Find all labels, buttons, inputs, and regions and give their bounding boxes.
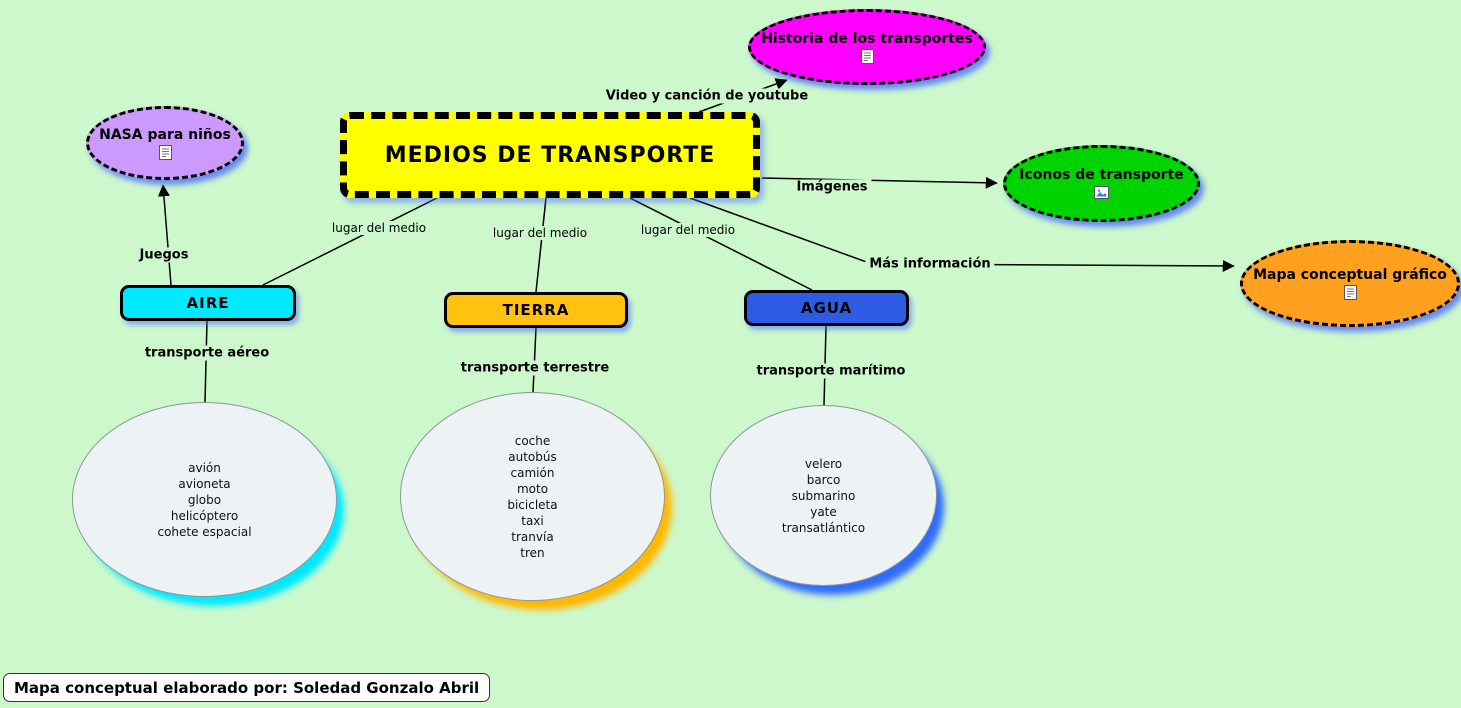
node-tierra-label: TIERRA — [502, 301, 570, 319]
document-icon[interactable] — [860, 48, 875, 64]
link-label-juegos: Juegos — [135, 247, 193, 263]
image-icon[interactable] — [1094, 185, 1109, 200]
document-icon[interactable] — [158, 144, 173, 160]
node-aire-vehicle-list[interactable]: avión avioneta globo helicóptero cohete … — [72, 402, 337, 597]
connector-main-agua — [629, 197, 813, 291]
node-agua[interactable]: AGUA — [744, 290, 909, 326]
link-label-lugar-del-medio-3: lugar del medio — [636, 223, 740, 237]
node-nasa-para-ninos[interactable]: NASA para niños — [86, 106, 244, 180]
document-icon[interactable] — [1343, 285, 1358, 300]
node-nasa-label: NASA para niños — [99, 126, 231, 143]
link-label-transporte-maritimo: transporte marítimo — [752, 363, 910, 379]
node-aire[interactable]: AIRE — [120, 285, 296, 321]
node-agua-label: AGUA — [800, 299, 853, 317]
node-iconos-label: Iconos de transporte — [1019, 167, 1184, 183]
node-agua-vehicle-list[interactable]: velero barco submarino yate transatlánti… — [710, 405, 937, 586]
link-label-transporte-aereo: transporte aéreo — [140, 345, 274, 361]
agua-vehicle-list-text: velero barco submarino yate transatlánti… — [781, 456, 866, 535]
node-iconos-de-transporte[interactable]: Iconos de transporte — [1003, 145, 1200, 222]
node-mapa-conceptual-grafico[interactable]: Mapa conceptual gráfico — [1240, 240, 1460, 327]
node-tierra-vehicle-list[interactable]: coche autobús camión moto bicicleta taxi… — [400, 392, 665, 601]
tierra-vehicle-list-text: coche autobús camión moto bicicleta taxi… — [507, 433, 558, 560]
link-label-imagenes: Imágenes — [792, 179, 872, 195]
author-credit-box[interactable]: Mapa conceptual elaborado por: Soledad G… — [3, 673, 491, 702]
link-label-video: Video y canción de youtube — [601, 88, 813, 104]
link-label-transporte-terrestre: transporte terrestre — [456, 360, 614, 376]
node-tierra[interactable]: TIERRA — [444, 292, 628, 328]
node-mapa-label: Mapa conceptual gráfico — [1253, 267, 1447, 283]
connector-aire-nasa — [157, 184, 172, 286]
link-label-lugar-del-medio-1: lugar del medio — [327, 221, 431, 235]
link-label-lugar-del-medio-2: lugar del medio — [488, 226, 592, 240]
node-aire-label: AIRE — [186, 294, 230, 312]
node-historia-label: Historia de los transportes — [761, 30, 973, 47]
connector-aire-list — [204, 320, 208, 403]
main-node-label: MEDIOS DE TRANSPORTE — [384, 142, 716, 168]
connector-main-tierra — [535, 197, 547, 293]
aire-vehicle-list-text: avión avioneta globo helicóptero cohete … — [157, 460, 252, 539]
connector-main-aire — [262, 197, 438, 286]
link-label-mas-informacion: Más información — [865, 256, 995, 272]
node-historia-de-los-transportes[interactable]: Historia de los transportes — [748, 9, 986, 85]
author-credit-text: Mapa conceptual elaborado por: Soledad G… — [14, 678, 480, 697]
node-medios-de-transporte[interactable]: MEDIOS DE TRANSPORTE — [340, 112, 760, 198]
